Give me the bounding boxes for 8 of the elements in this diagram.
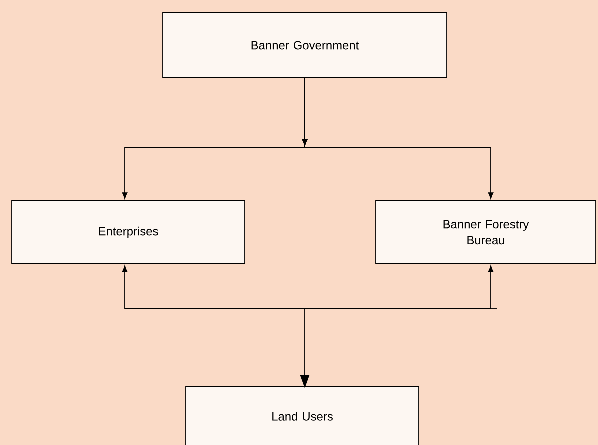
connector-arrow [300, 308, 310, 388]
connector-arrow [304, 266, 494, 310]
connector-arrow [302, 78, 494, 200]
org-box: Banner Forestry Bureau [376, 200, 596, 264]
org-box: Enterprises [12, 200, 246, 264]
org-box: Land Users [186, 386, 420, 445]
connector-arrow [122, 266, 306, 310]
org-box: Banner Government [162, 12, 448, 78]
